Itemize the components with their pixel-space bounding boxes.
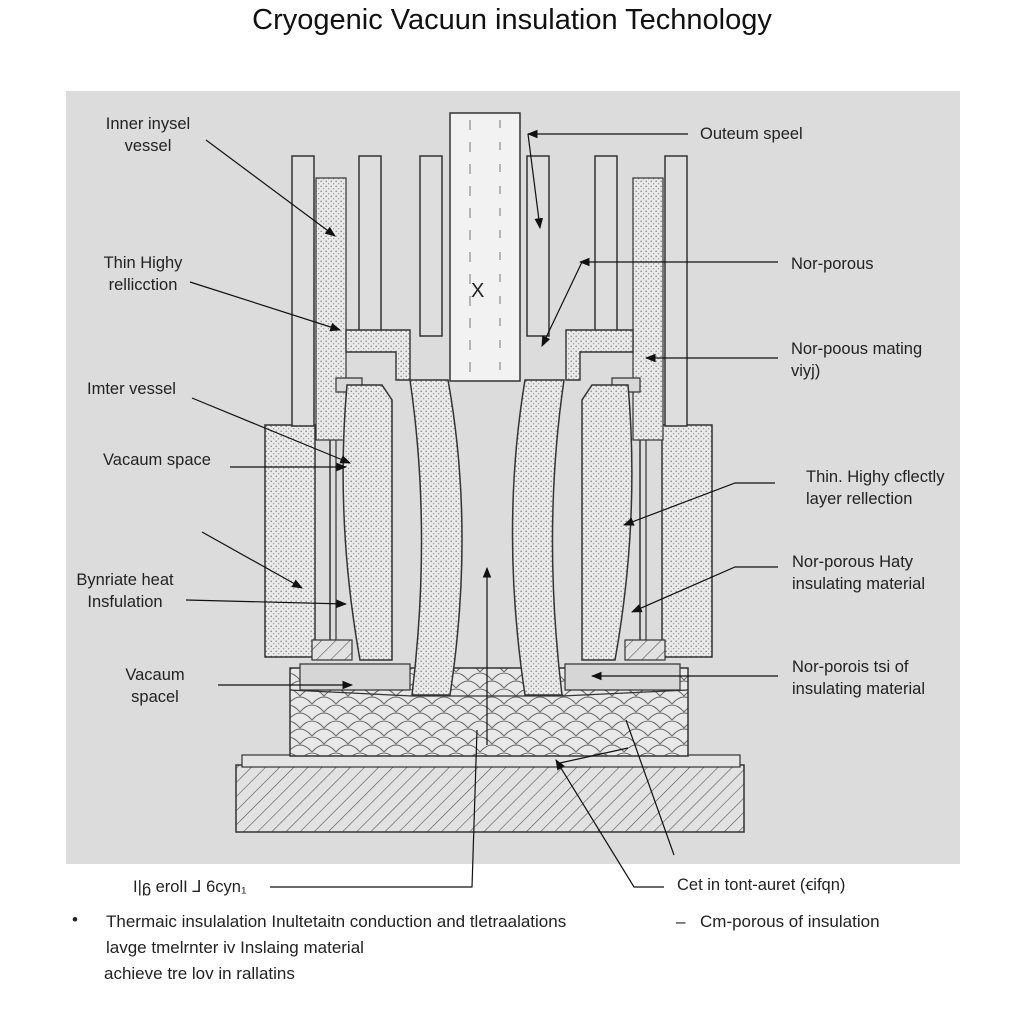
label-non-porous-mating: Nor-poous mating viyj) (791, 340, 923, 380)
outer-bar-left-2 (358, 155, 382, 337)
label-inner-vessel-2: Imter vessel (87, 380, 176, 398)
diagram-title: Cryogenic Vacuun insulation Technology (252, 4, 772, 36)
base-plate (235, 764, 745, 833)
insulation-curve-left (409, 379, 463, 696)
notes-line-1: Thermaic insulalation Inultetaitn conduc… (106, 912, 567, 931)
inner-wall-left (342, 384, 393, 661)
label-non-porous-1: Nor-porous (791, 255, 874, 273)
label-bottom-right: Cet in tont-auret (ꞓifqn) (677, 876, 846, 894)
label-bottom-left: I|ᵷ erolI ⅃ 6cyn₁ (133, 878, 247, 896)
label-thin-reflect: Thin. Highy cflectly layer rellection (806, 468, 945, 508)
label-non-porous-tsi: Nor-porois tsi of insulating material (792, 658, 925, 698)
base-top-strip (241, 754, 741, 768)
label-inner-vessel-1: Inner inysel vessel (105, 115, 191, 155)
label-vacuum-space-1: Vacaum space (103, 451, 211, 469)
flange-right (565, 329, 634, 381)
notes-bullet: • (72, 910, 78, 929)
insulation-column-right (632, 177, 664, 441)
insulation-curve-right (511, 379, 565, 696)
outer-block-right (661, 424, 713, 658)
notes-line-2: lavge tmelrnter iv Inslaing material (106, 938, 364, 957)
notes-dash: – (676, 912, 686, 931)
label-outer-vessel: Outeum speel (700, 125, 803, 143)
label-bynrate-heat: Bynriate heat Insfulation (76, 571, 174, 611)
label-non-porous-haty: Nor-porous Haty insulating material (792, 553, 925, 593)
insulation-column-left (315, 177, 347, 441)
label-thin-highy: Thin Highy rellicction (103, 254, 183, 294)
inner-wall-right (581, 384, 633, 661)
outer-bar-right-2 (664, 155, 688, 427)
outer-block-left (264, 424, 316, 658)
label-vacuum-space-2: Vacaum spacel (125, 666, 185, 706)
notes-line-3: achieve tre lov in rallatins (104, 964, 295, 983)
central-column (449, 112, 521, 382)
flange-left (345, 329, 411, 381)
notes-right: Cm-porous of insulation (700, 912, 880, 931)
inner-bar-right (526, 155, 550, 337)
center-mark: X (471, 280, 485, 302)
outer-bar-right-1 (594, 155, 618, 337)
outer-bar-left-1 (291, 155, 315, 427)
inner-bar-left (419, 155, 443, 337)
